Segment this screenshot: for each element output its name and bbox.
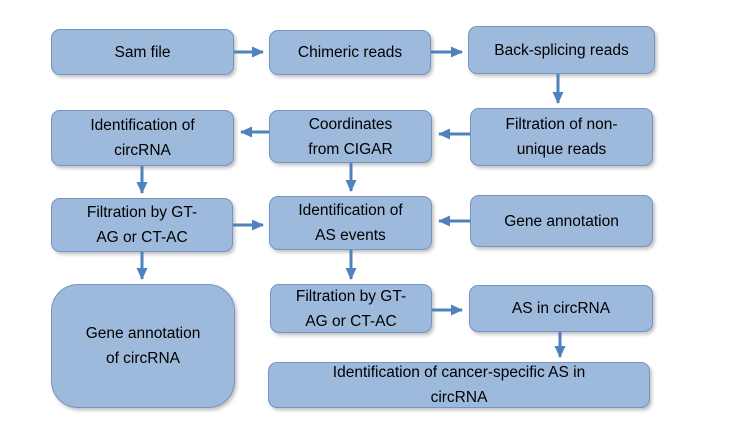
node-identification-of-as-events: Identification of AS events bbox=[269, 196, 432, 250]
node-filtration-by-gt-ag-or-ct-ac-2: Filtration by GT- AG or CT-AC bbox=[270, 284, 432, 333]
node-chimeric-reads: Chimeric reads bbox=[269, 30, 431, 75]
node-back-splicing-reads: Back-splicing reads bbox=[468, 26, 655, 74]
node-sam-file: Sam file bbox=[51, 29, 234, 75]
node-coordinates-from-cigar: Coordinates from CIGAR bbox=[269, 110, 432, 163]
node-identification-of-circrna: Identification of circRNA bbox=[51, 110, 234, 166]
node-filtration-by-gt-ag-or-ct-ac-1: Filtration by GT- AG or CT-AC bbox=[51, 198, 233, 252]
node-filtration-of-non-unique-reads: Filtration of non- unique reads bbox=[470, 108, 653, 166]
node-identification-of-cancer-specific-as-in-circrna: Identification of cancer-specific AS in … bbox=[268, 362, 650, 408]
node-as-in-circrna: AS in circRNA bbox=[469, 285, 653, 332]
node-gene-annotation: Gene annotation bbox=[470, 195, 653, 247]
node-gene-annotation-of-circrna: Gene annotation of circRNA bbox=[51, 284, 235, 408]
